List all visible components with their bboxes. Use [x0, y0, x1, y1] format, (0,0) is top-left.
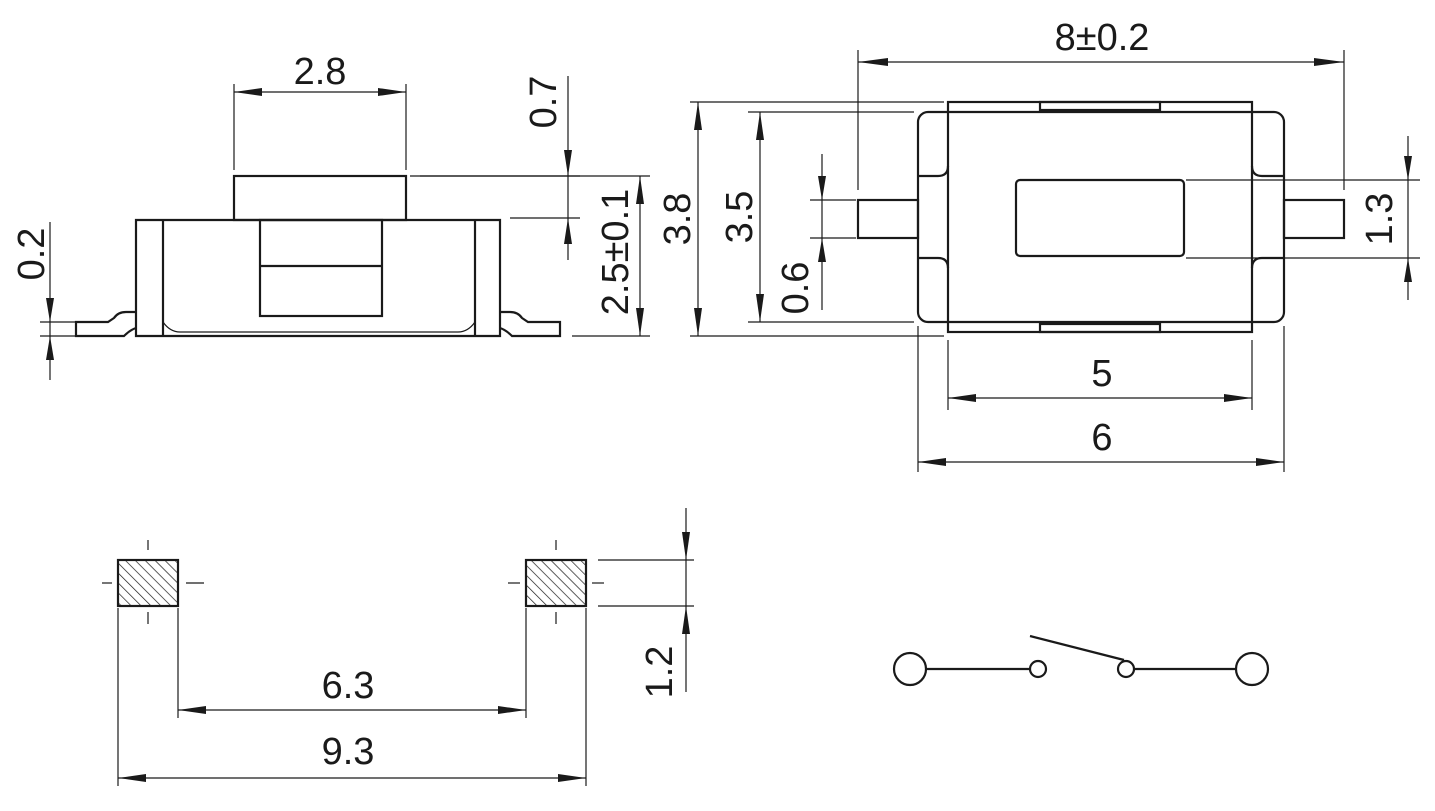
left-pad	[116, 558, 180, 608]
switch-terminal-left	[892, 651, 928, 687]
dim-8-label: 8±0.2	[1055, 17, 1150, 59]
dim-2-5-label: 2.5±0.1	[595, 189, 637, 316]
dim-5-label: 5	[1091, 353, 1112, 395]
dim-0-6-label: 0.6	[775, 262, 817, 315]
pad-layout: 6.3 9.3 1.2	[102, 508, 694, 786]
side-window	[258, 218, 384, 318]
switch-lever	[1029, 634, 1125, 662]
side-left-terminal	[74, 310, 137, 338]
top-left-terminal	[856, 198, 920, 240]
dim-9-3-label: 9.3	[322, 731, 375, 773]
switch-terminal-right	[1234, 651, 1270, 687]
dim-1-2-label: 1.2	[639, 646, 681, 699]
top-right-terminal	[1282, 198, 1346, 240]
dim-1-3-label: 1.3	[1359, 193, 1401, 246]
dim-0-2-label: 0.2	[11, 228, 53, 281]
top-view: 8±0.2 3.8 3.5 0.6 1.3 5	[657, 17, 1420, 472]
switch-contact-right	[1116, 659, 1136, 679]
dim-3-5-label: 3.5	[719, 191, 761, 244]
top-actuator	[1014, 178, 1186, 258]
dim-6-3-label: 6.3	[322, 665, 375, 707]
side-actuator	[232, 174, 408, 222]
dim-6-label: 6	[1091, 417, 1112, 459]
side-view: 2.8 0.7 2.5±0.1 0.2	[11, 51, 650, 380]
side-body	[134, 218, 502, 338]
switch-contact-left	[1028, 659, 1048, 679]
dim-3-8-label: 3.8	[657, 193, 699, 246]
dim-2-8-label: 2.8	[294, 51, 347, 93]
top-body	[916, 110, 1286, 324]
switch-symbol	[892, 634, 1270, 687]
side-right-terminal	[499, 310, 562, 338]
right-pad	[524, 558, 588, 608]
dim-0-7-label: 0.7	[523, 76, 565, 129]
